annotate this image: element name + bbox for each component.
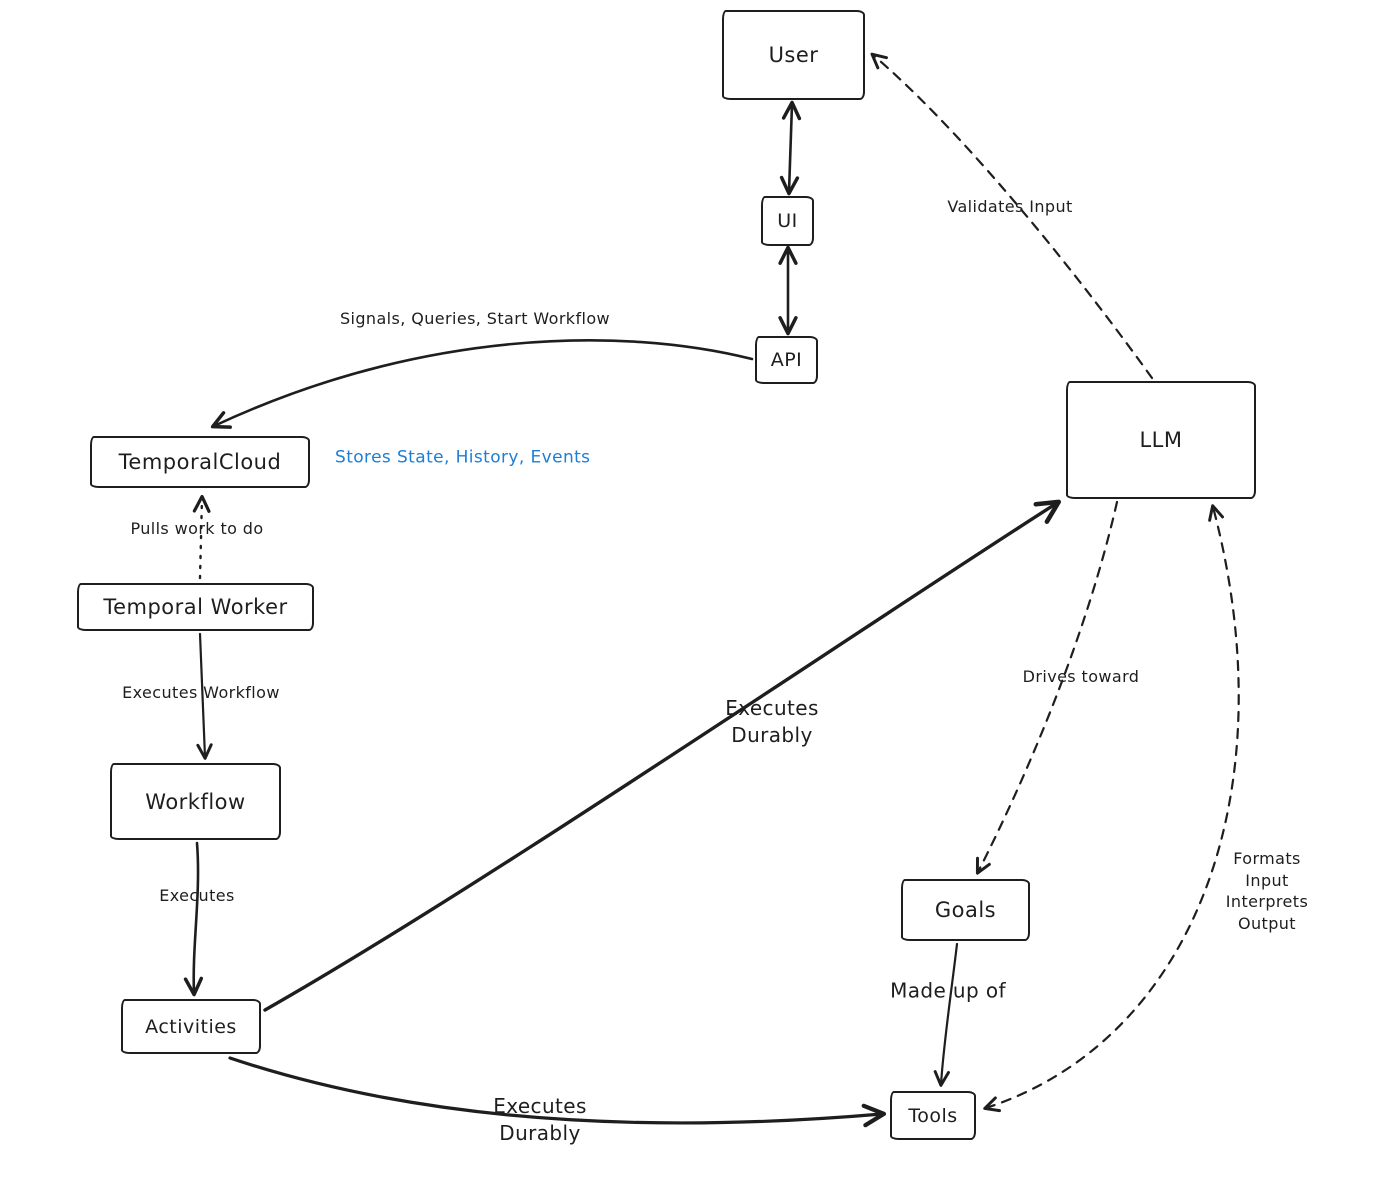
node-llm-label: LLM [1139, 428, 1183, 452]
edge-label-executes: Executes [159, 886, 235, 906]
node-temporal-cloud: TemporalCloud [90, 436, 310, 488]
edge-api-temporalcloud [210, 339, 754, 429]
node-api: API [755, 336, 818, 384]
node-user-label: User [768, 43, 819, 67]
node-temporal-worker-label: Temporal Worker [103, 595, 288, 619]
node-temporal-worker: Temporal Worker [77, 583, 314, 631]
edge-label-pulls-work: Pulls work to do [130, 519, 264, 539]
node-llm: LLM [1066, 381, 1256, 499]
node-temporal-cloud-label: TemporalCloud [118, 450, 282, 474]
edge-label-executes-durably-tools: Executes Durably [493, 1094, 587, 1145]
node-tools: Tools [890, 1091, 976, 1140]
note-stores-state: Stores State, History, Events [335, 447, 591, 468]
edge-label-made-up-of: Made up of [890, 978, 1006, 1003]
edge-user-ui [779, 100, 802, 196]
edge-label-drives-toward: Drives toward [1022, 667, 1140, 687]
edge-goals-tools [933, 942, 959, 1087]
node-ui-label: UI [777, 210, 798, 232]
node-workflow-label: Workflow [145, 789, 246, 814]
edge-workflow-activities [183, 841, 204, 997]
edge-label-formats-input: Formats Input Interprets Output [1225, 848, 1309, 933]
edge-label-validates-input: Validates Input [947, 197, 1073, 217]
node-activities: Activities [121, 999, 261, 1054]
node-tools-label: Tools [908, 1104, 958, 1127]
node-goals: Goals [901, 879, 1030, 941]
node-ui: UI [761, 196, 814, 246]
edge-label-executes-durably-llm: Executes Durably [725, 696, 819, 747]
node-goals-label: Goals [934, 898, 997, 922]
node-activities-label: Activities [145, 1015, 237, 1038]
edge-tools-llm [983, 504, 1240, 1113]
node-api-label: API [770, 349, 803, 371]
node-user: User [722, 10, 865, 100]
node-workflow: Workflow [110, 763, 281, 840]
edge-label-executes-workflow: Executes Workflow [122, 683, 280, 703]
edge-label-signals-queries: Signals, Queries, Start Workflow [339, 309, 611, 329]
